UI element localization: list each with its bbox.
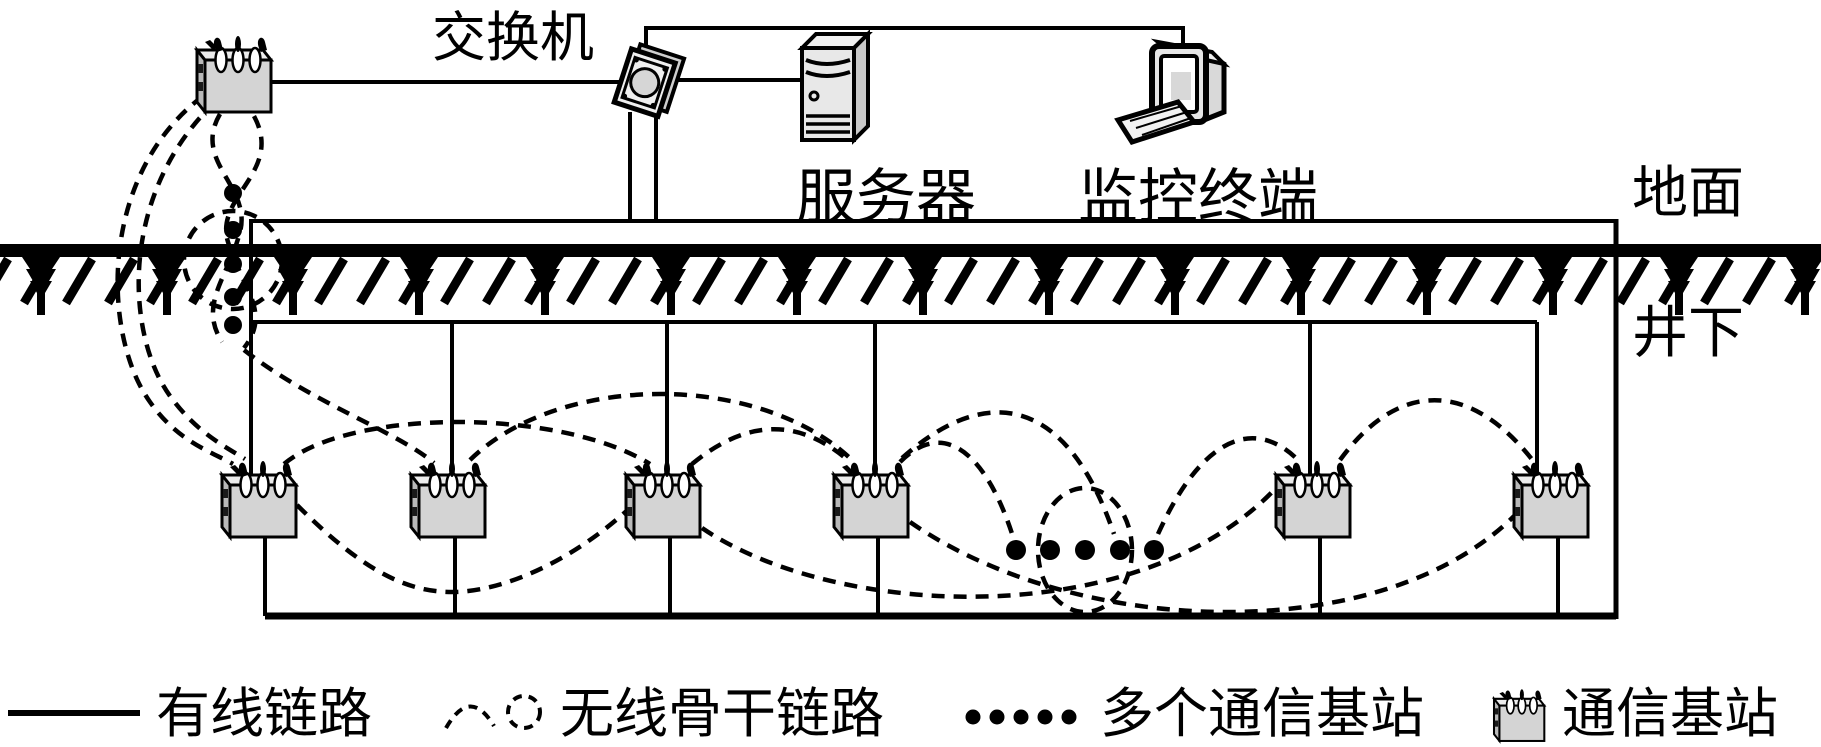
multi-station-ellipse [1035,485,1135,615]
surface-label: 地面 [1632,163,1744,225]
chain-dot [224,184,242,202]
wireless-under-arc [700,470,1292,599]
ellipsis-dot [1075,540,1095,560]
dashed-circle-icon [506,694,542,730]
chain-dot [224,221,242,239]
legend-wired-label: 有线链路 [156,684,372,744]
base-station-icon [220,459,298,539]
base-station-icon [195,34,273,114]
base-station-icon [1274,459,1352,539]
ellipsis-dot [1110,540,1130,560]
wired-links [249,26,1619,620]
wireless-under-arc [295,503,634,595]
dashed-arc-icon [444,704,496,729]
wireless-arc [282,419,652,466]
ground-hatch [0,257,1821,319]
legend-multi-station-label: 多个通信基站 [1100,684,1424,744]
legend-station-label: 通信基站 [1562,684,1778,744]
shaft-wireless-loop [115,94,235,466]
shaft-wireless-braid [223,114,264,350]
chain-dot [224,316,242,334]
switch-icon [611,41,687,120]
legend-wireless-label: 无线骨干链路 [560,684,884,744]
server-icon [797,29,873,145]
wireless-arc [1155,436,1300,535]
base-station-icon [624,459,702,539]
legend: 有线链路 无线骨干链路 多个通信基站 通信基站 [8,684,1778,744]
base-station-icon [1512,459,1590,539]
ellipsis-dot [1006,540,1026,560]
wireless-arc [690,427,852,466]
base-station-icon [1492,688,1546,742]
wireless-arc [468,391,854,462]
ellipsis-dot [1040,540,1060,560]
wireless-under-arc [908,508,1522,615]
wireless-arc [900,410,1117,535]
switch-label: 交换机 [432,8,594,68]
base-station-icon [409,459,487,539]
server-label: 服务器 [796,165,976,231]
five-dots-icon [965,709,1077,725]
monitor-label: 监控终端 [1078,165,1318,231]
monitor-terminal-icon [1114,38,1231,145]
ground-line [0,244,1821,257]
ellipsis-dot [1144,540,1164,560]
base-station-icon [832,459,910,539]
underground-label: 井下 [1632,303,1744,365]
shaft-wireless-loop [136,100,247,461]
wireless-arc [1338,398,1536,464]
link-switch-monitor [644,26,1185,54]
shaft-to-station2-link [242,348,436,465]
wireless-arc [898,440,1017,541]
ground-surface [0,244,1821,319]
